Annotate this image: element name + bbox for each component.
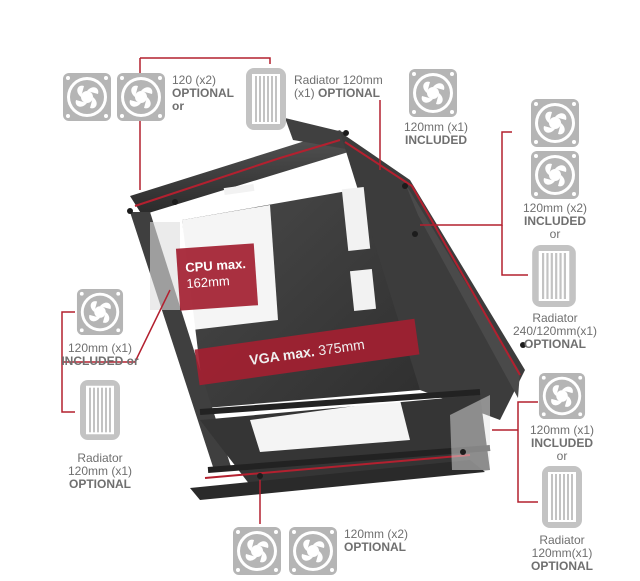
cpu-badge-value: 162mm bbox=[185, 273, 231, 292]
top-radiator-label: Radiator 120mm (x1) OPTIONAL bbox=[294, 73, 383, 100]
front-radiator-label: Radiator 240/120mm(x1) OPTIONAL bbox=[512, 311, 598, 351]
front-fans-label: 120mm (x2) INCLUDED or bbox=[522, 201, 587, 241]
fan-icon bbox=[538, 372, 586, 420]
radiator-icon bbox=[80, 379, 120, 441]
fan-icon bbox=[63, 73, 111, 121]
top-panel bbox=[130, 130, 355, 215]
front-bottom-fan-label: 120mm (x1) INCLUDED or bbox=[529, 423, 594, 463]
rear-fan-label: 120mm (x1) INCLUDED or bbox=[61, 341, 139, 368]
vga-badge-title: VGA max. bbox=[248, 343, 316, 369]
rear-fan-outline bbox=[150, 222, 180, 310]
fan-icon bbox=[233, 527, 281, 575]
front-panel bbox=[340, 132, 525, 420]
top-fans-label: 120 (x2) OPTIONAL or bbox=[172, 73, 234, 113]
bottom-fans-label: 120mm (x2) OPTIONAL bbox=[344, 527, 409, 554]
fan-icon bbox=[117, 73, 165, 121]
radiator-icon bbox=[246, 68, 286, 130]
rear-top-fan-label: 120mm (x1) INCLUDED bbox=[403, 120, 468, 147]
radiator-icon bbox=[542, 466, 582, 528]
fan-icon bbox=[531, 99, 579, 147]
fan-icon bbox=[76, 288, 124, 336]
cpu-clearance-badge: CPU max. 162mm bbox=[175, 243, 259, 311]
fan-icon bbox=[531, 151, 579, 199]
rear-radiator-label: Radiator 120mm (x1) OPTIONAL bbox=[67, 451, 132, 491]
fan-icon bbox=[409, 69, 457, 117]
vga-badge-value: 375mm bbox=[317, 335, 366, 359]
base-plate bbox=[190, 460, 485, 500]
front-bottom-radiator-label: Radiator 120mm(x1) OPTIONAL bbox=[531, 533, 593, 573]
radiator-icon bbox=[532, 245, 576, 307]
fan-icon bbox=[289, 527, 337, 575]
